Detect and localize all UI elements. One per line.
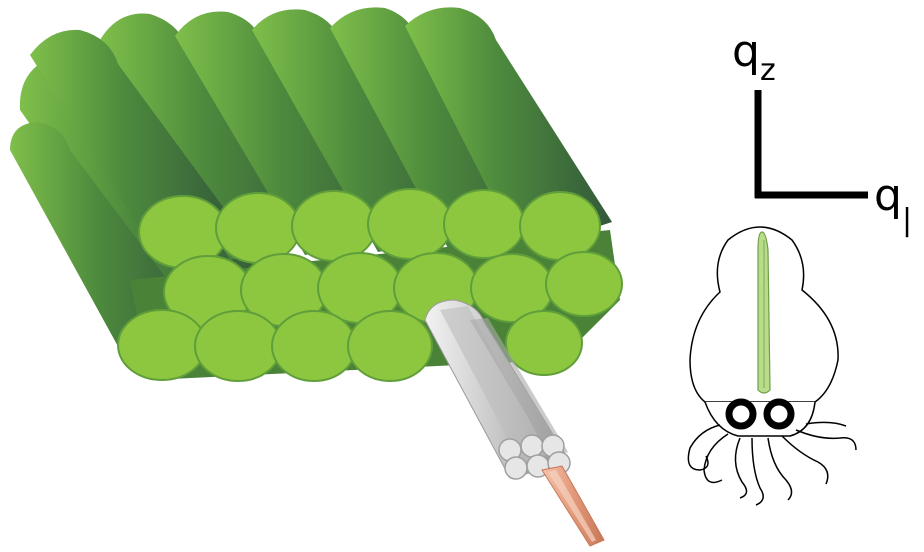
squid-eye-left	[729, 402, 753, 426]
squid-icon	[688, 227, 856, 505]
green-rod-bundle	[10, 7, 622, 381]
copper-core	[542, 466, 604, 546]
axes-icon: qz q|	[732, 26, 912, 238]
squid-eye-right	[767, 402, 791, 426]
rod-end-caps	[118, 189, 622, 381]
vertical-axis-label: qz	[732, 26, 776, 88]
horizontal-axis-label: q|	[874, 170, 912, 238]
